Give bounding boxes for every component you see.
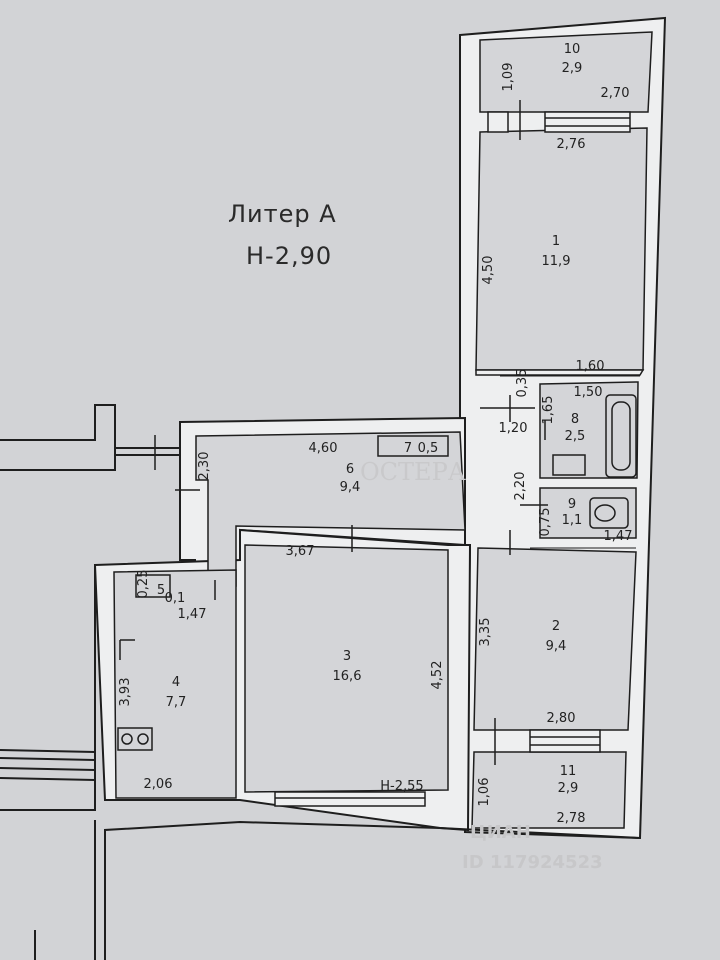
dimension-lines <box>500 375 640 549</box>
room-1-interior <box>475 127 648 371</box>
room-11-number: 11 <box>560 764 577 779</box>
room-7-number: 7 <box>404 441 412 456</box>
room-2-interior <box>473 547 637 731</box>
door-marks <box>119 100 548 765</box>
room-11-area: 2,9 <box>558 781 579 796</box>
listing-id-watermark: ID 117924523 <box>462 852 603 873</box>
room-4-number: 4 <box>172 675 180 690</box>
dim-0-75: 0,75 <box>538 508 553 537</box>
dim-2-78: 2,78 <box>557 811 586 826</box>
room-4-interior <box>113 569 237 799</box>
room-labels: 10 2,9 1 11,9 8 2,5 9 1,1 6 9,4 7 0,5 5 … <box>157 42 585 796</box>
toilet-icon <box>589 497 629 529</box>
room-3-area: 16,6 <box>333 669 362 684</box>
room-6-area: 9,4 <box>340 480 361 495</box>
dim-1-09: 1,09 <box>501 63 516 92</box>
dim-2-06: 2,06 <box>144 777 173 792</box>
watermarks: ОСТЕРА ЦИАН ID 117924523 <box>360 458 603 873</box>
room-2-number: 2 <box>552 619 560 634</box>
room-10-number: 10 <box>564 42 581 57</box>
dim-0-25: 0,25 <box>136 570 151 599</box>
dim-1-50: 1,50 <box>574 385 603 400</box>
dimension-labels-vertical: 1,09 4,50 0,35 1,65 2,20 0,75 2,30 4,52 … <box>118 63 556 807</box>
windows <box>274 111 631 807</box>
fixtures <box>117 394 637 751</box>
dim-2-70: 2,70 <box>601 86 630 101</box>
dim-4-60: 4,60 <box>309 441 338 456</box>
room-10-interior <box>479 31 653 113</box>
dim-2-30: 2,30 <box>197 452 212 481</box>
dim-3-93: 3,93 <box>118 678 133 707</box>
sink-icon <box>552 454 586 476</box>
cian-watermark: ЦИАН <box>470 822 531 843</box>
dim-2-80: 2,80 <box>547 711 576 726</box>
dim-3-67: 3,67 <box>286 544 315 559</box>
dim-1-47-kitchen: 1,47 <box>178 607 207 622</box>
dim-2-76: 2,76 <box>557 137 586 152</box>
room-9-number: 9 <box>568 497 576 512</box>
dim-1-65: 1,65 <box>541 396 556 425</box>
room-9-area: 1,1 <box>562 513 583 528</box>
room-9-interior <box>539 487 637 539</box>
room-interiors <box>113 31 653 829</box>
dim-1-06: 1,06 <box>477 778 492 807</box>
dim-3-35: 3,35 <box>478 618 493 647</box>
bathtub-icon <box>605 394 637 478</box>
room-3-interior <box>244 544 449 793</box>
room-5-area: 0,1 <box>165 591 186 606</box>
dim-0-35: 0,35 <box>515 369 530 398</box>
room-10-area: 2,9 <box>562 61 583 76</box>
dim-1-20: 1,20 <box>499 421 528 436</box>
room-1-number: 1 <box>552 234 560 249</box>
room-2-area: 9,4 <box>546 639 567 654</box>
room-7-area: 0,5 <box>418 441 439 456</box>
room-8-number: 8 <box>571 412 579 427</box>
dim-1-60: 1,60 <box>576 359 605 374</box>
dimension-labels: 2,70 2,76 1,60 1,50 1,20 1,47 4,60 3,67 … <box>144 86 633 826</box>
dim-2-20: 2,20 <box>513 472 528 501</box>
liter-label: Литер А <box>228 200 337 228</box>
room-4-area: 7,7 <box>166 695 187 710</box>
room-3-height: Н-2,55 <box>380 779 423 794</box>
closet-5 <box>135 574 171 598</box>
height-label: Н-2,90 <box>246 242 332 270</box>
room-8-area: 2,5 <box>565 429 586 444</box>
dim-4-50: 4,50 <box>481 256 496 285</box>
room-3-number: 3 <box>343 649 351 664</box>
neighbour-walls <box>0 404 641 960</box>
ostera-watermark: ОСТЕРА <box>360 458 466 486</box>
dim-1-47-bath: 1,47 <box>604 529 633 544</box>
wc-box-7 <box>377 435 449 457</box>
room-1-area: 11,9 <box>542 254 571 269</box>
dim-4-52: 4,52 <box>430 661 445 690</box>
room-6-number: 6 <box>346 462 354 477</box>
stove-icon <box>117 727 153 751</box>
room-5-number: 5 <box>157 583 165 598</box>
